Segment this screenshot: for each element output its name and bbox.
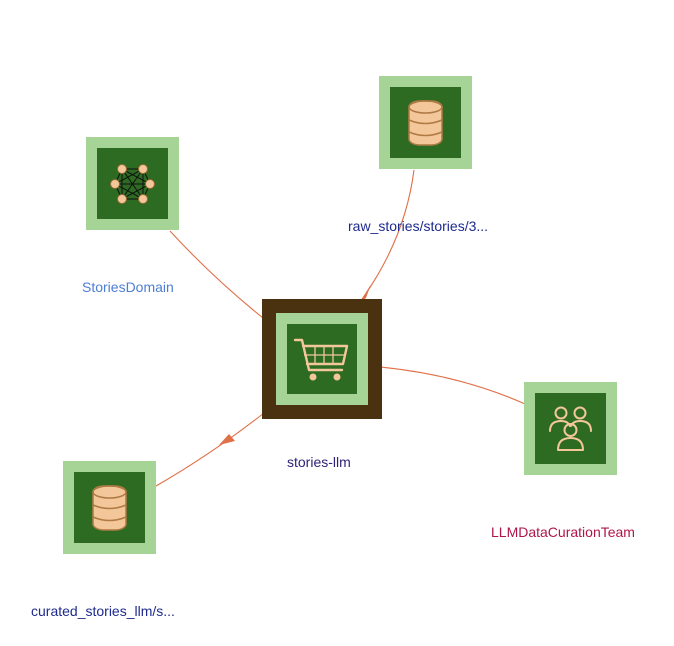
network-icon <box>110 164 155 204</box>
database-icon <box>92 485 127 531</box>
arrowhead-product-to-curated-dataset <box>219 434 235 445</box>
curated-dataset-node[interactable] <box>63 461 156 554</box>
data-product-node-label[interactable]: stories-llm <box>287 454 351 470</box>
users-group-icon <box>549 406 592 451</box>
raw-dataset-node-label[interactable]: raw_stories/stories/3... <box>348 218 489 234</box>
curated-dataset-node-label[interactable]: curated_stories_llm/s... <box>31 603 175 619</box>
curated-dataset-node-inner <box>74 472 145 543</box>
edge-product-to-curated-dataset <box>155 412 265 487</box>
data-product-node[interactable] <box>262 299 382 419</box>
arrowhead-raw-dataset-to-product <box>360 268 381 302</box>
database-icon <box>408 100 443 146</box>
data-product-node-middle <box>276 313 368 405</box>
domain-node-inner <box>97 148 168 219</box>
raw-dataset-node[interactable] <box>379 76 472 169</box>
shopping-cart-icon <box>293 338 349 381</box>
team-node[interactable] <box>524 382 617 475</box>
data-product-node-inner <box>287 324 357 394</box>
team-node-inner <box>535 393 606 464</box>
domain-node[interactable] <box>86 137 179 230</box>
edge-product-to-team <box>379 366 526 405</box>
edge-raw-dataset-to-product <box>359 169 415 303</box>
domain-node-label[interactable]: StoriesDomain <box>82 279 174 295</box>
raw-dataset-node-inner <box>390 87 461 158</box>
edge-domain-to-product <box>169 230 269 323</box>
team-node-label[interactable]: LLMDataCurationTeam <box>491 524 635 540</box>
